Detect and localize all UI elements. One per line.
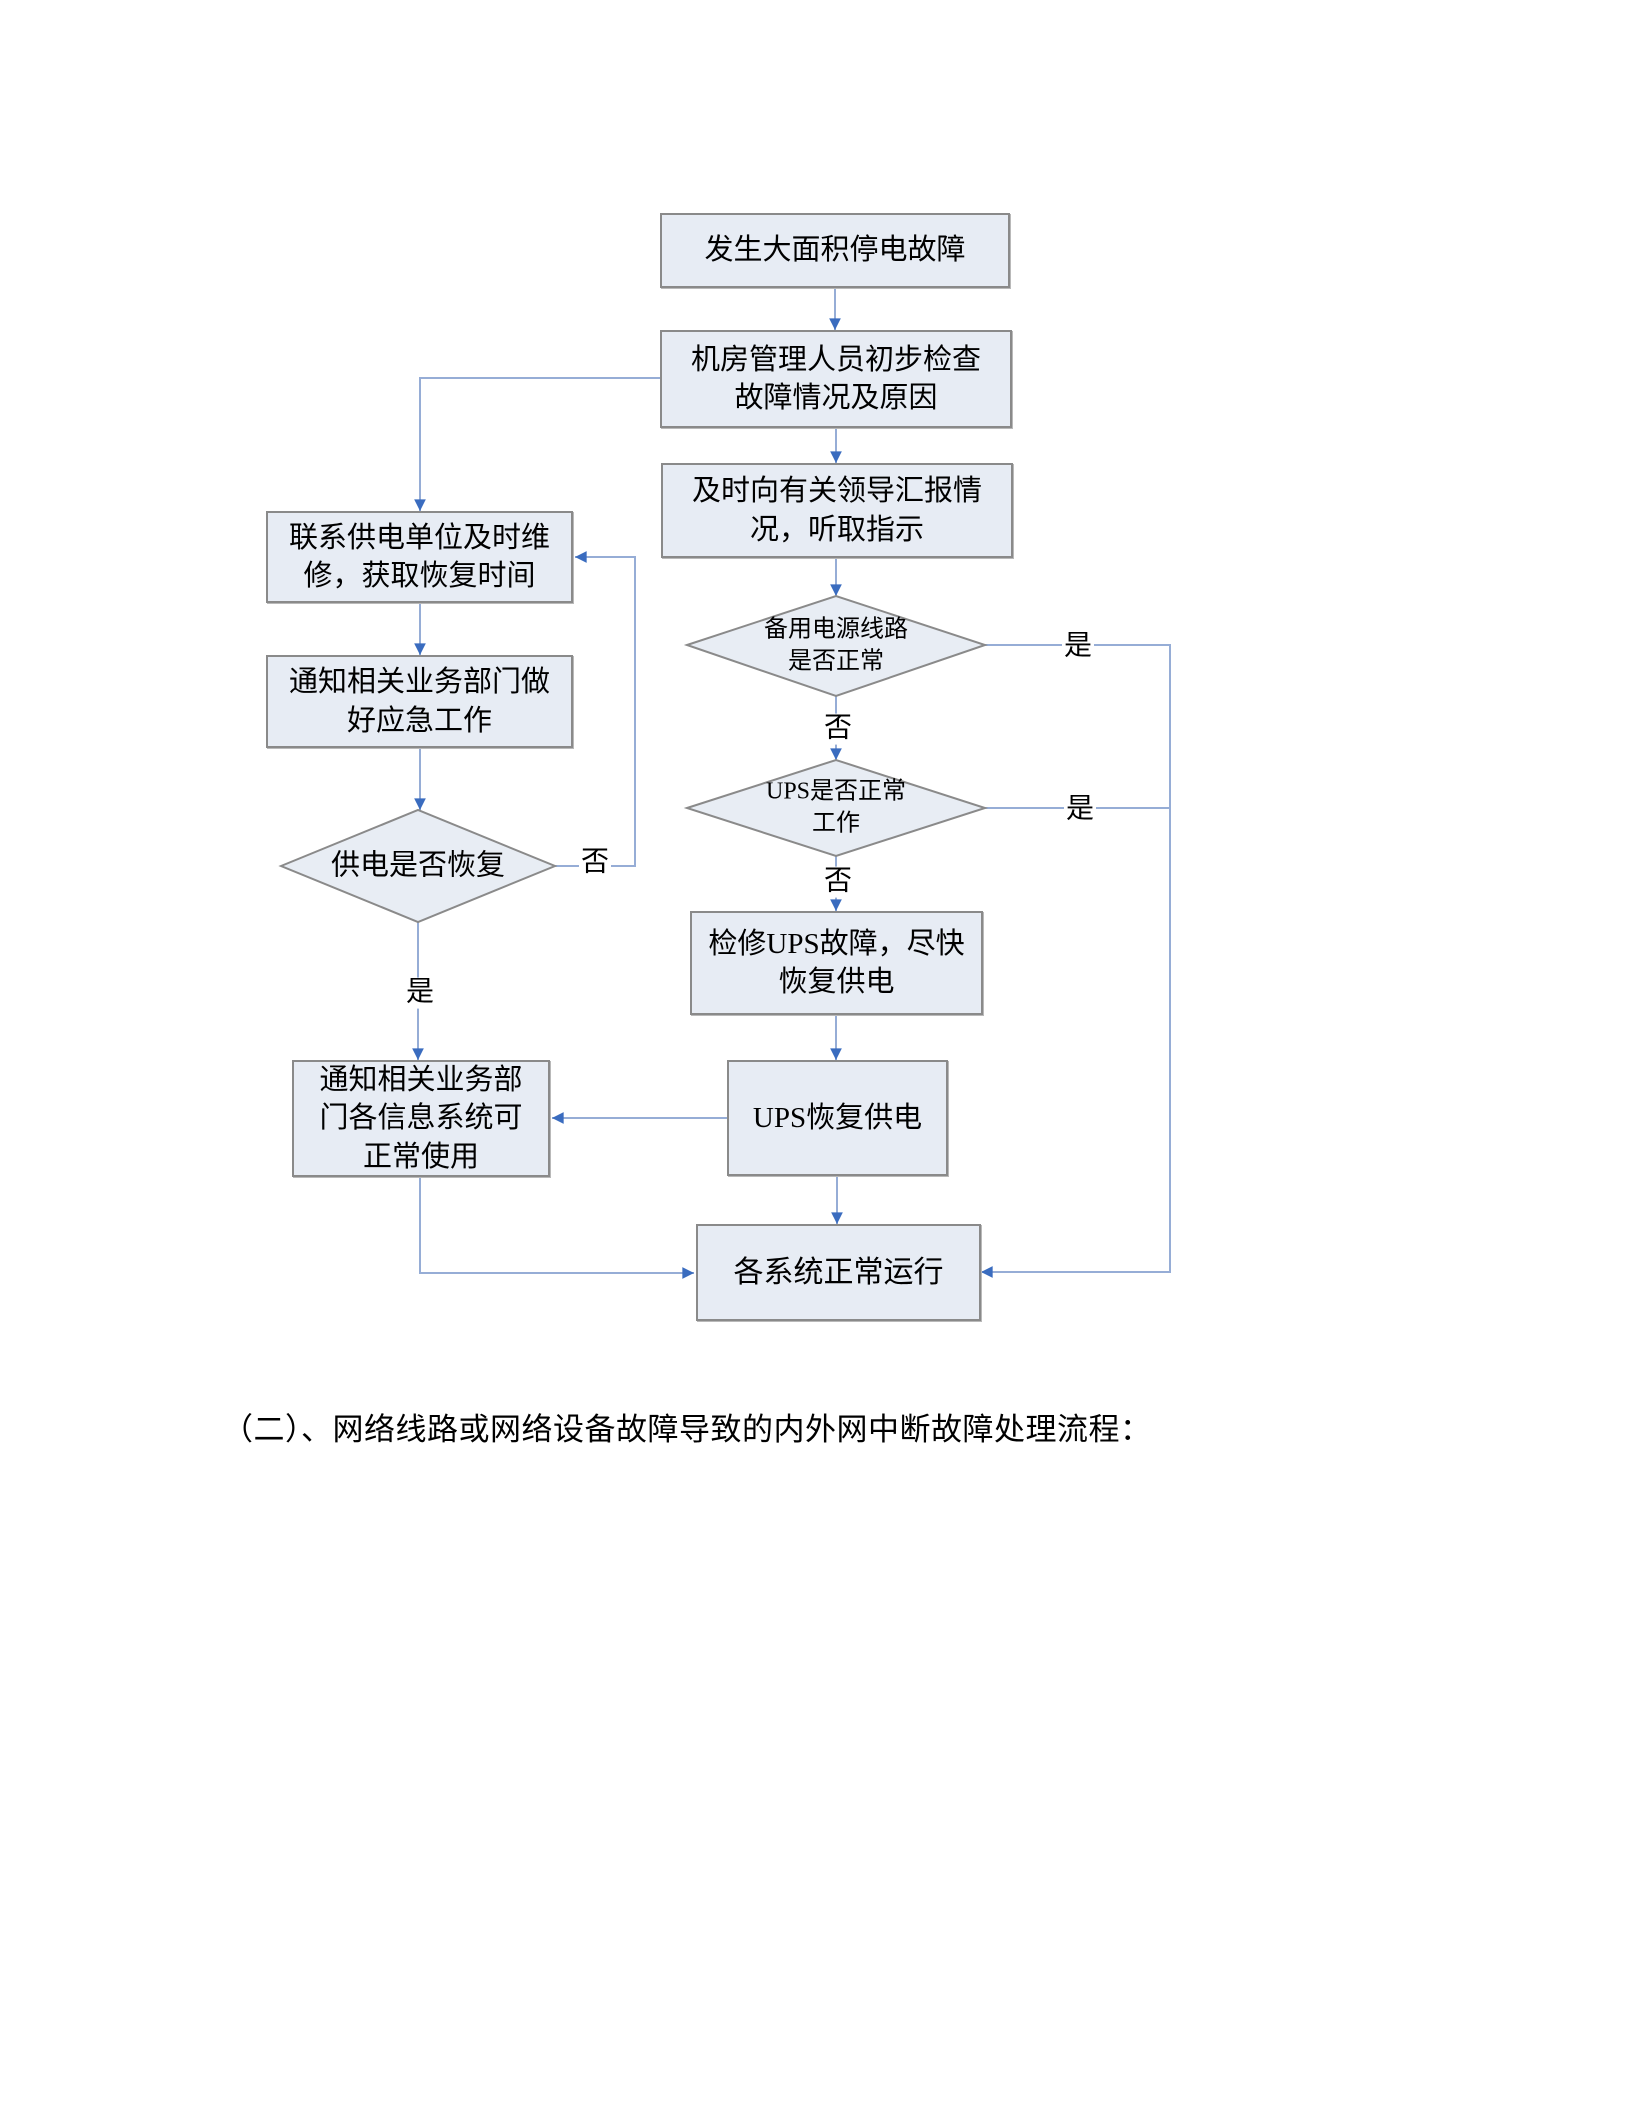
section-caption: （二）、网络线路或网络设备故障导致的内外网中断故障处理流程： [222,1412,1152,1447]
node-report-leaders: 及时向有关领导汇报情 况，听取指示 [661,463,1013,558]
edge-notify-usable-to-systems [419,1177,694,1279]
diamond-ups-ok-shape [683,758,989,858]
node-repair-ups: 检修UPS故障，尽快 恢复供电 [690,911,983,1015]
label-no-power-restored: 否 [578,846,612,879]
node-ups-power-restored: UPS恢复供电 [727,1060,948,1176]
label-yes-backup-line: 是 [1061,630,1095,663]
node-systems-running: 各系统正常运行 [696,1224,981,1321]
node-notify-systems-usable: 通知相关业务部 门各信息系统可 正常使用 [292,1060,550,1177]
diamond-backup-line-shape [683,594,989,698]
node-contact-power-company: 联系供电单位及时维 修，获取恢复时间 [266,511,573,603]
diamond-power-restored-shape [278,808,558,924]
edge-backup-yes-to-systems [981,644,1171,1278]
diamond-power-restored-label: 供电是否恢复 [330,849,506,882]
label-no-backup-line: 否 [821,712,855,745]
diamond-ups-ok-label: UPS是否正常 工作 [765,778,907,837]
label-no-ups: 否 [821,865,855,898]
label-yes-ups: 是 [1063,793,1097,826]
node-power-outage: 发生大面积停电故障 [660,213,1010,288]
label-yes-power-restored: 是 [403,976,437,1009]
node-initial-check: 机房管理人员初步检查 故障情况及原因 [660,330,1012,428]
diamond-backup-line-label: 备用电源线路 是否正常 [764,616,908,675]
node-notify-departments: 通知相关业务部门做 好应急工作 [266,655,573,748]
edge-check-to-contact-power [414,377,660,511]
